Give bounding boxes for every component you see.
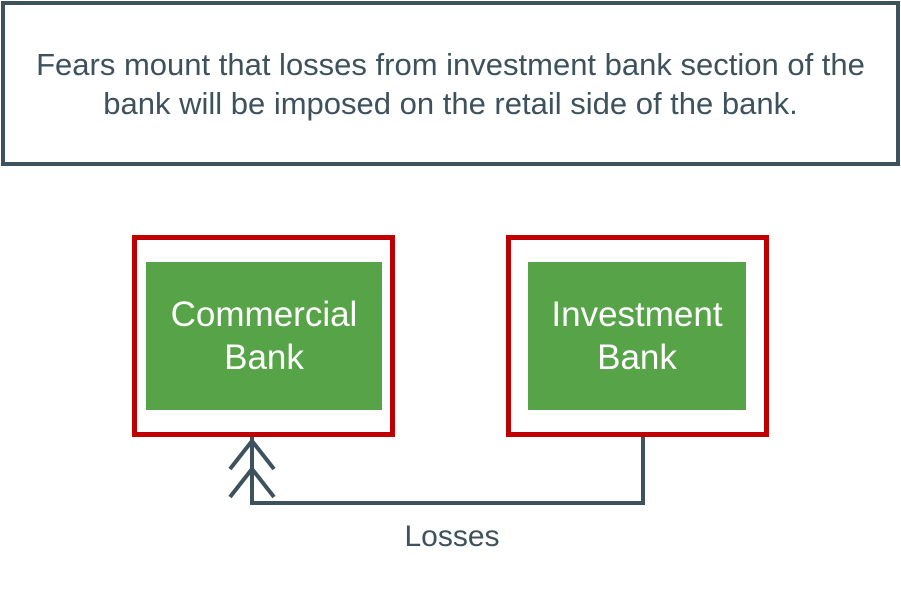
commercial-bank-line1: Commercial [170,295,358,334]
commercial-bank-line2: Bank [224,338,304,377]
investment-bank-line2: Bank [597,338,677,377]
losses-label: Losses [404,520,500,553]
investment-bank-line1: Investment [551,295,723,334]
arrowhead-icon [228,437,276,471]
caption-box: Fears mount that losses from investment … [1,1,900,166]
arrowhead-icon [228,465,276,499]
connector-line [250,437,645,505]
caption-text: Fears mount that losses from investment … [36,46,865,121]
